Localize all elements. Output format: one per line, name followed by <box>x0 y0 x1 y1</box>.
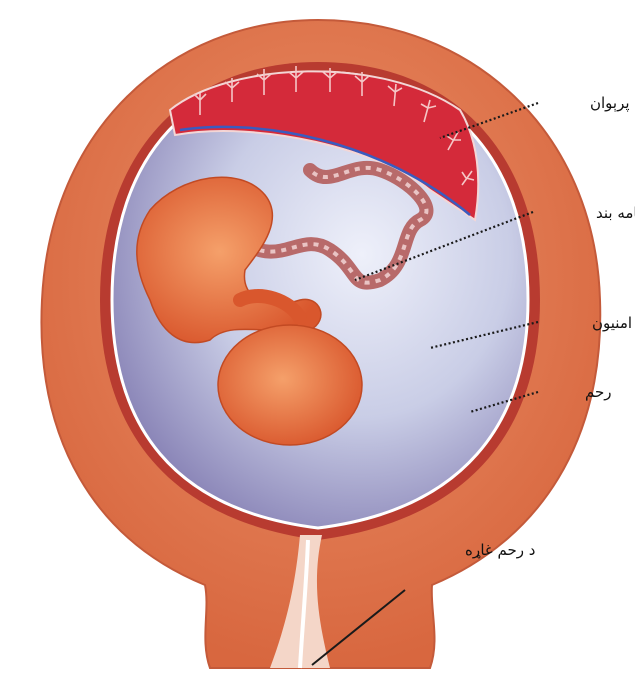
fetus-head <box>218 325 362 445</box>
placenta-label: پرېوان <box>590 94 630 113</box>
umbilical-cord-label: دنامه بند <box>596 204 635 222</box>
uterus-label: رحم <box>585 383 612 401</box>
amnion-label: امنيون <box>592 314 632 332</box>
cervix-label: د رحم غاړه <box>465 541 535 559</box>
